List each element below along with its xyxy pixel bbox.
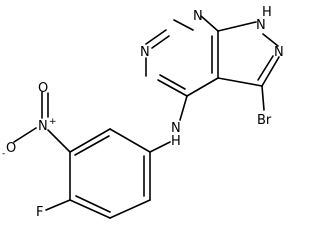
atom-n-nitro-charge: + <box>49 117 57 127</box>
bond-ph-c-double <box>74 135 110 156</box>
bond-ph-e <box>69 199 111 219</box>
bond-c7a-nh <box>217 21 257 32</box>
bond-nh-npyr <box>262 33 279 47</box>
atom-o-left-charge: - <box>2 149 5 159</box>
bond-c3a-c4 <box>186 77 219 97</box>
bonds <box>13 15 280 219</box>
bond-c2-n1 <box>145 29 167 45</box>
bond-npyr-c3 <box>261 56 280 87</box>
bond-ph-f <box>109 199 151 219</box>
bond-c3-c3a <box>217 77 263 87</box>
atom-o-top: O <box>38 81 48 96</box>
bond-c2-n1-double <box>151 35 170 49</box>
bond-ph-b <box>109 128 151 153</box>
atom-o-left: O <box>6 141 16 156</box>
bond-ring-nnitro <box>47 129 71 153</box>
bond-c4-n5-double <box>159 74 186 90</box>
bond-ph-c <box>69 128 111 153</box>
atom-n-link-h: H <box>171 134 181 149</box>
atom-nh-h: H <box>262 5 272 20</box>
atom-n-pyrazole: N <box>274 45 284 60</box>
bond-n7-c2 <box>173 19 194 31</box>
atom-labels: N N H N N Br N H N + O O - F <box>2 5 284 220</box>
atom-n-link: N <box>171 121 181 136</box>
atom-n7: N <box>193 9 203 24</box>
chemical-structure-diagram: N N H N N Br N H N + O O - F <box>2 5 284 220</box>
bond-c4-nhlink <box>179 95 188 121</box>
bond-ph-e-double <box>75 195 111 213</box>
atom-nh: N <box>256 18 266 33</box>
atom-f: F <box>36 205 43 220</box>
bond-c3-br <box>261 85 265 111</box>
bond-c4-n5 <box>157 79 188 97</box>
bond-nhlink-phenyl <box>149 141 171 153</box>
atom-br: Br <box>257 113 272 128</box>
atom-n-nitro: N <box>38 119 48 134</box>
bond-npyr-c3-double <box>257 55 274 81</box>
bond-ring-f <box>45 199 71 211</box>
bond-n7-c7a <box>200 15 219 32</box>
bond-nnitro-oleft <box>13 127 37 143</box>
atom-n5: N <box>140 45 150 60</box>
